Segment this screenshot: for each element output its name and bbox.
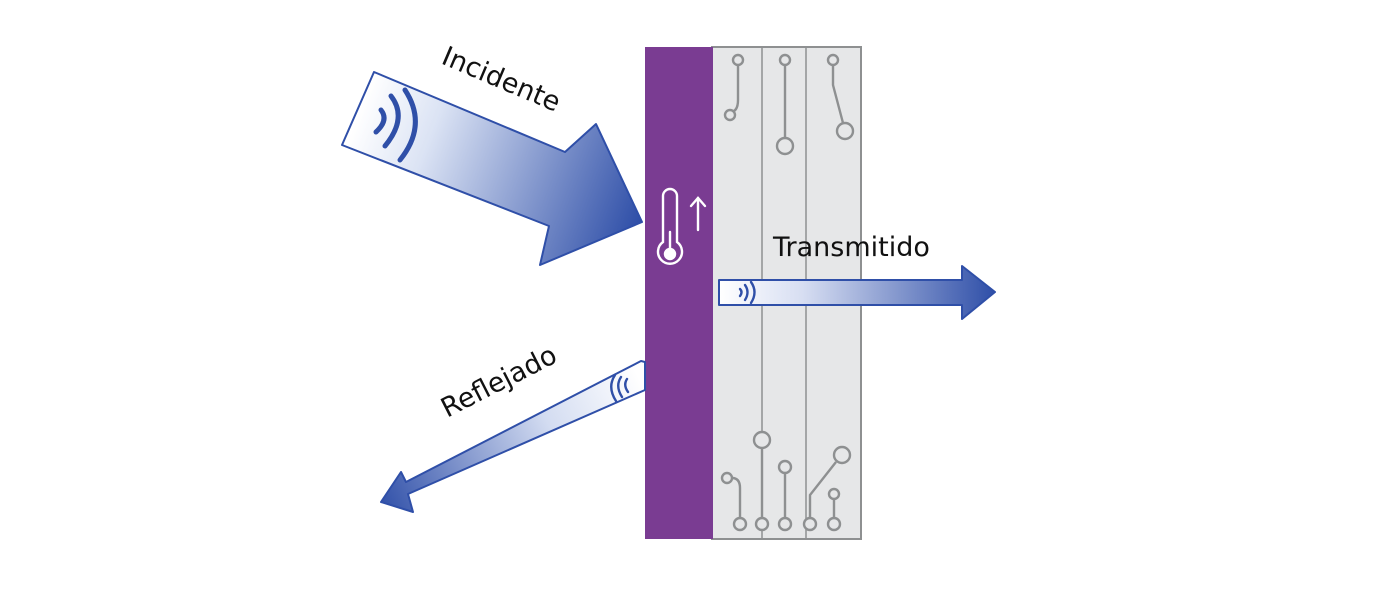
signal-waves-icon: [738, 280, 756, 305]
reflected-arrow: [380, 360, 646, 513]
shield-barrier: [645, 47, 713, 539]
circuit-trace-icon: [720, 430, 852, 532]
incident-arrow: [341, 71, 643, 266]
signal-waves-icon: [610, 373, 630, 403]
transmitted-arrow: [718, 265, 996, 320]
circuit-trace-icon: [723, 53, 855, 156]
signal-waves-icon: [373, 87, 418, 163]
transmitted-label: Transmitido: [772, 232, 930, 263]
thermometer-up-icon: [656, 187, 707, 265]
